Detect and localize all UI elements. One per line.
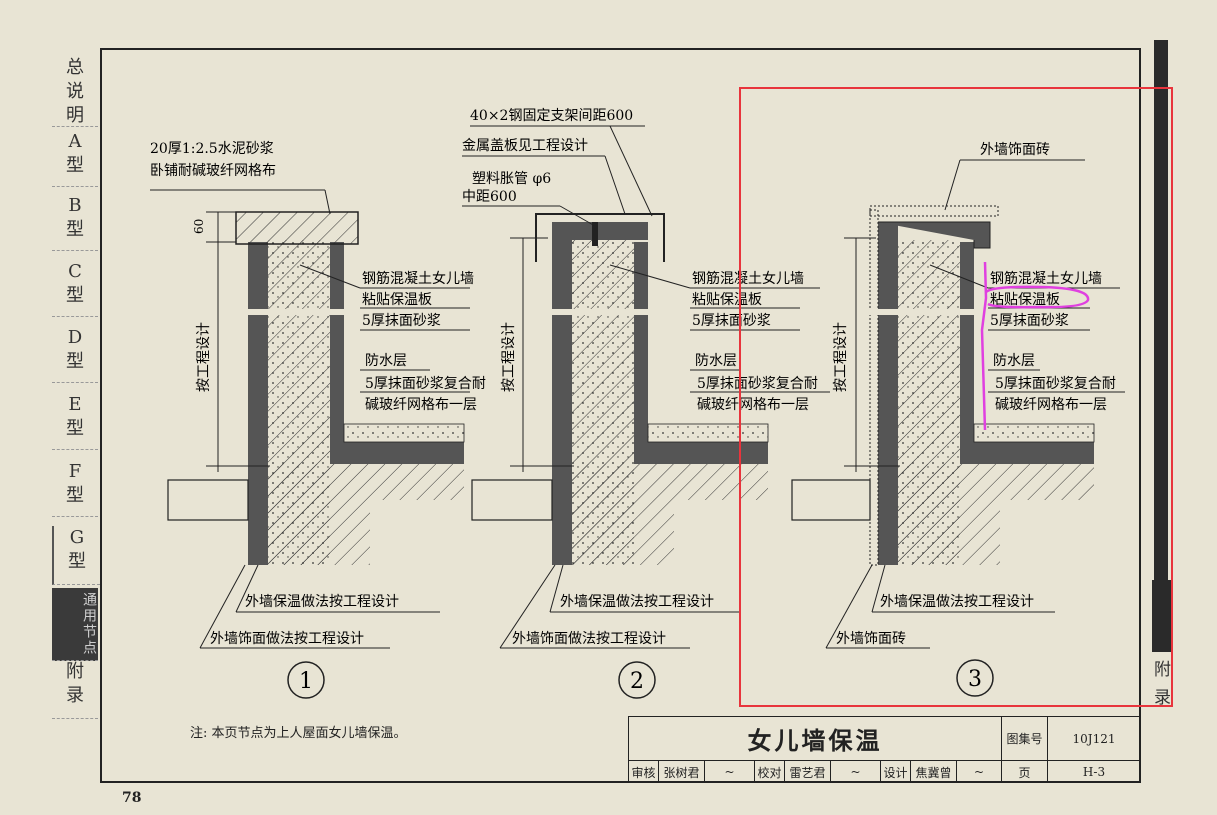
d1-cap-label-2: 卧铺耐碱玻纤网格布: [150, 163, 276, 179]
inner-insulation-2: [634, 242, 648, 442]
d2-label-waterproof: 防水层: [695, 353, 737, 369]
d2-label-mesh-2: 碱玻纤网格布一层: [697, 397, 809, 413]
dim-vertical-1: 按工程设计: [196, 322, 212, 392]
inner-insulation-1: [330, 242, 344, 442]
ledge-1: [167, 479, 249, 521]
designer-name: 焦冀曾: [911, 761, 957, 783]
cap-insulation-2: [552, 222, 648, 240]
drawing-title: 女儿墙保温: [629, 717, 1002, 761]
d1-label-mortar: 5厚抹面砂浆: [362, 313, 441, 329]
d2-label-wall: 钢筋混凝土女儿墙: [692, 270, 804, 287]
detail-number-3-circle: [956, 659, 994, 697]
insulation-board-3: [878, 222, 898, 565]
page-number: 78: [122, 790, 142, 806]
detail-1: 60 按工程设计 20厚1:2.5水泥砂浆 卧铺耐碱玻纤网格布 钢筋混凝土女儿墙…: [150, 141, 486, 699]
markup-stroke: [980, 261, 988, 431]
sidebar-item-e[interactable]: E 型: [52, 393, 98, 450]
d3-label-wall: 钢筋混凝土女儿墙: [990, 270, 1102, 287]
right-dark-tab: [1152, 580, 1172, 652]
cap-mortar-1: [235, 211, 359, 245]
d3-label-mesh-1: 5厚抹面砂浆复合耐: [995, 375, 1116, 392]
dim-60-1: 60: [192, 219, 206, 234]
d3-label-waterproof: 防水层: [993, 353, 1035, 369]
review-label: 审核: [629, 761, 659, 783]
d2-label-bracket: 40×2钢固定支架间距600: [470, 108, 633, 124]
designer-signature: ~: [957, 761, 1002, 783]
facing-tile-3: [869, 209, 879, 566]
check-label: 校对: [755, 761, 785, 783]
roof-slab-3: [898, 464, 1094, 565]
d1-label-waterproof: 防水层: [365, 353, 407, 369]
d1-label-mesh-1: 5厚抹面砂浆复合耐: [365, 375, 486, 392]
right-label-lu: 录: [1154, 688, 1171, 708]
d1-bottom-label-2: 外墙饰面做法按工程设计: [210, 631, 364, 647]
d3-bottom-label-2: 外墙饰面砖: [836, 631, 906, 647]
d2-label-board: 粘贴保温板: [692, 292, 762, 308]
detail-2: 按工程设计 40×2钢固定支架间距600 金属盖板见工程设计 塑料胀管 φ6 中…: [462, 108, 830, 699]
right-edge-strip: 附 录: [1152, 40, 1172, 720]
d1-cap-label-1: 20厚1:2.5水泥砂浆: [150, 141, 274, 157]
d2-label-spacing: 中距600: [462, 189, 517, 205]
roof-slab-2: [572, 464, 768, 565]
sidebar-item-appendix[interactable]: 附 录: [52, 660, 98, 719]
checker-signature: ~: [831, 761, 881, 783]
d2-bottom-label-2: 外墙饰面做法按工程设计: [512, 631, 666, 647]
d1-label-board: 粘贴保温板: [362, 292, 432, 308]
sidebar-item-b[interactable]: B 型: [52, 194, 98, 251]
dim-vertical-2: 按工程设计: [501, 322, 517, 392]
cap-insulation-3: [878, 221, 991, 249]
drawing-frame: [100, 48, 1141, 783]
right-dark-strip: [1154, 40, 1168, 610]
markup-circle: [985, 285, 1090, 309]
d1-label-mesh-2: 碱玻纤网格布一层: [365, 397, 477, 413]
d3-label-board: 粘贴保温板: [990, 292, 1060, 308]
atlas-number: 10J121: [1048, 717, 1140, 761]
dim-vertical-3: 按工程设计: [833, 322, 849, 392]
detail-number-1: 1: [299, 669, 313, 694]
d3-label-mortar: 5厚抹面砂浆: [990, 313, 1069, 329]
page-code: H-3: [1082, 765, 1106, 779]
roof-slab-1: [268, 464, 464, 565]
reviewer-name: 张树君: [659, 761, 705, 783]
roof-slab-insulation-1: [330, 442, 464, 464]
detail-number-1-circle: [287, 661, 325, 699]
sidebar-item-general[interactable]: 总 说 明: [52, 56, 98, 127]
insulation-board-2: [552, 232, 572, 565]
sidebar-item-c[interactable]: C 型: [52, 260, 98, 317]
d3-label-mesh-2: 碱玻纤网格布一层: [995, 397, 1107, 413]
highlight-box: [739, 87, 1173, 707]
d2-label-mesh-1: 5厚抹面砂浆复合耐: [697, 375, 818, 392]
roof-screed-1: [343, 423, 465, 443]
sidebar-item-f[interactable]: F 型: [52, 460, 98, 517]
detail-3: 按工程设计 外墙饰面砖 钢筋混凝土女儿墙 粘贴保温板 5厚抹面砂浆 防水层 5厚…: [791, 142, 1125, 697]
d2-bottom-label-1: 外墙保温做法按工程设计: [560, 594, 714, 610]
d1-bottom-label-1: 外墙保温做法按工程设计: [245, 594, 399, 610]
sidebar-item-common-nodes[interactable]: 通用节点: [52, 588, 98, 661]
d2-label-cover: 金属盖板见工程设计: [462, 138, 588, 154]
title-block: 女儿墙保温 图集号 10J121 审核 张树君 ~ 校对 雷艺君 ~ 设计 焦冀…: [628, 716, 1141, 783]
sidebar-item-a[interactable]: A 型: [52, 128, 98, 187]
sidebar-item-d[interactable]: D 型: [52, 326, 98, 383]
detail-number-3: 3: [968, 667, 982, 692]
drawing-note: 注: 本页节点为上人屋面女儿墙保温。: [190, 726, 407, 741]
insulation-board-1: [248, 242, 268, 565]
sidebar-item-g[interactable]: G 型: [52, 526, 100, 585]
d1-label-wall: 钢筋混凝土女儿墙: [362, 270, 474, 287]
detail-number-2-circle: [618, 661, 656, 699]
cap-tile-3: [869, 205, 999, 217]
design-label: 设计: [881, 761, 911, 783]
atlas-label: 图集号: [1002, 717, 1048, 761]
d2-label-mortar: 5厚抹面砂浆: [692, 313, 771, 329]
detail-number-2: 2: [630, 669, 644, 694]
d2-label-plug: 塑料胀管 φ6: [472, 171, 551, 187]
right-label-fu: 附: [1154, 660, 1171, 680]
chapter-sidebar: 总 说 明 A 型 B 型 C 型 D 型 E 型 F 型 G 型 通用节点 附…: [52, 48, 100, 720]
checker-name: 雷艺君: [785, 761, 831, 783]
d3-bottom-label-1: 外墙保温做法按工程设计: [880, 594, 1034, 610]
page-label: 页: [1002, 761, 1048, 783]
d3-label-tile-top: 外墙饰面砖: [980, 142, 1050, 158]
anchor-2: [592, 222, 598, 246]
reviewer-signature: ~: [705, 761, 755, 783]
